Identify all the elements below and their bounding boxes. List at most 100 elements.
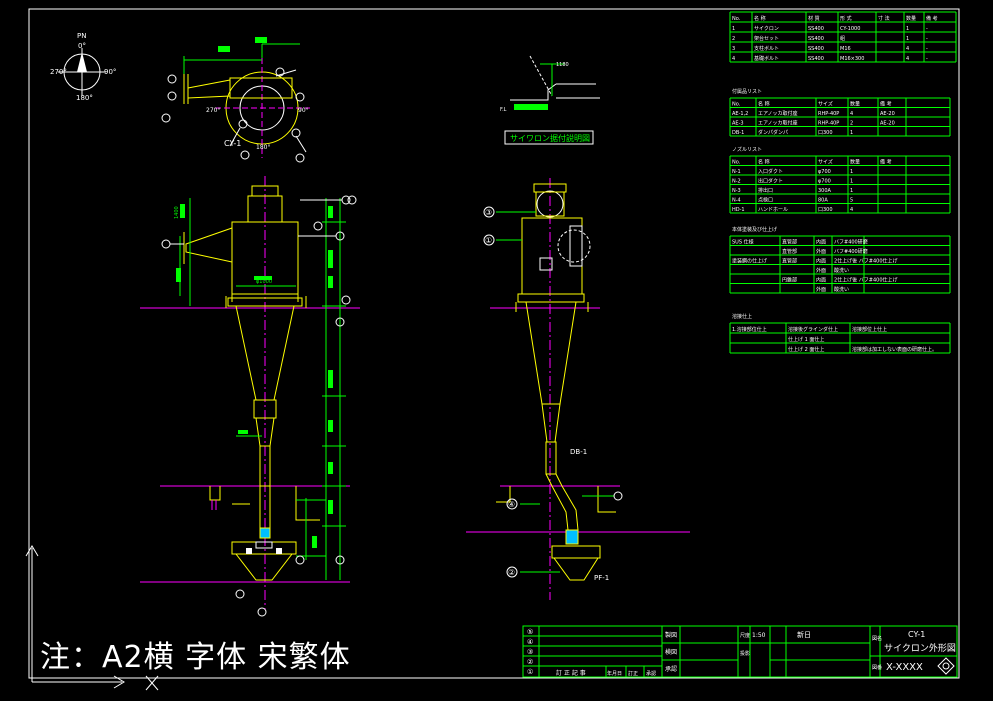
table_main-cell-0-6: 備 考 xyxy=(926,15,938,22)
side-view: ③ ① ④ ② DB-1 PF-1 xyxy=(466,178,690,600)
table_paint-cell-2-2: 内面 xyxy=(816,258,826,265)
front-dim-width: φ1000 xyxy=(256,279,272,285)
table_nozzle-cell-0-4: 備 考 xyxy=(880,159,892,166)
table_parts-cell-0-2: サイズ xyxy=(818,101,833,108)
table_main-cell-1-3: CY-1000 xyxy=(840,26,860,32)
table_nozzle-cell-3-1: 排出口 xyxy=(758,187,773,194)
detail-title: サイワロン据付説明図 xyxy=(510,133,590,143)
scale-value: 1:50 xyxy=(752,632,766,639)
revision-diamond-icon xyxy=(937,657,955,675)
table_paint-cell-0-3: バフ#400研磨 xyxy=(834,239,868,246)
table_weld-cell-0-1: 溶接後グラインダ仕上 xyxy=(788,326,838,333)
table_nozzle-cell-5-1: ハンドホール xyxy=(758,207,788,213)
table_nozzle-cell-3-0: N-3 xyxy=(732,188,741,194)
table_paint-cell-4-1: 円錐部 xyxy=(782,277,797,284)
drawing-no: X-XXXX xyxy=(886,662,923,673)
table_parts-cell-2-0: AE-3 xyxy=(732,121,744,127)
table_main-cell-3-6: - xyxy=(926,46,928,52)
table_main-cell-4-6: - xyxy=(926,56,928,62)
table_parts-cell-2-1: エアノッカ取付座 xyxy=(758,120,797,127)
table_nozzle-cell-3-3: 1 xyxy=(850,188,853,194)
rev-header-date: 年月日 xyxy=(607,670,622,677)
table_main-cell-2-2: SS400 xyxy=(808,36,824,42)
ucs-icon xyxy=(25,545,159,691)
table_nozzle-cell-5-0: HD-1 xyxy=(732,207,745,213)
top-view: CY-1 270° 90° 180° xyxy=(161,37,310,163)
table_main-cell-4-1: 基礎ボルト xyxy=(754,55,779,62)
title-block xyxy=(522,625,958,678)
table_parts-cell-3-2: 口300 xyxy=(818,130,833,136)
compass-0: 0° xyxy=(78,42,86,50)
table_paint-cell-2-0: 塗装鋼の仕上げ xyxy=(732,258,767,265)
table_main-cell-3-0: 3 xyxy=(732,46,735,52)
table_parts-cell-1-4: AE-20 xyxy=(880,111,895,117)
drawing-title: CY-1 xyxy=(908,630,925,639)
table_parts-cell-1-3: 4 xyxy=(850,111,853,117)
table_parts-cell-3-1: ダンパダンパ xyxy=(758,129,788,136)
scale-label: 尺度 xyxy=(740,632,750,639)
label-draw: 製図 xyxy=(665,631,677,639)
rev-header-approve: 承認 xyxy=(646,670,656,677)
table_nozzle-cell-2-1: 出口ダクト xyxy=(758,178,783,185)
table_paint-cell-3-2: 外面 xyxy=(816,267,826,274)
table_paint-cell-4-3: 2仕上げ後 バフ#400仕上げ xyxy=(834,277,898,284)
table_paint-cell-1-3: バフ#400研磨 xyxy=(834,248,868,255)
table_paint-cell-0-2: 内面 xyxy=(816,239,826,246)
rev-mark-4: ④ xyxy=(527,638,533,646)
table_weld-cell-1-1: 仕上げ 1 面仕上 xyxy=(788,336,824,343)
table_parts-cell-1-2: RHP-40P xyxy=(818,111,839,117)
front-view: φ1000 1400 xyxy=(140,176,360,617)
label-pf1: PF-1 xyxy=(594,574,609,582)
table_main-cell-2-6: - xyxy=(926,36,928,42)
table_nozzle-cell-1-0: N-1 xyxy=(732,169,741,175)
table_main-cell-1-2: SS400 xyxy=(808,26,824,32)
table_paint-cell-5-2: 外面 xyxy=(816,286,826,293)
table_paint-cell-0-1: 直管部 xyxy=(782,239,797,246)
table_weld-cell-0-2: 溶接部位上仕上 xyxy=(852,326,887,333)
drawing-subtitle: サイクロン外形図 xyxy=(884,642,956,654)
rev-mark-5: ⑤ xyxy=(527,628,533,636)
rev-header-content: 訂 正 記 事 xyxy=(556,669,586,677)
top-view-deg-bottom: 180° xyxy=(256,144,270,151)
table_nozzle-cell-0-3: 数量 xyxy=(850,159,860,166)
table_paint-cell-5-3: 酸洗い xyxy=(834,286,849,293)
table_nozzle-cell-1-1: 入口ダクト xyxy=(758,168,783,175)
rev-header-fix: 訂正 xyxy=(628,670,638,677)
top-view-deg-right: 90° xyxy=(298,107,309,114)
compass-90: 90° xyxy=(104,68,116,76)
table_main-cell-3-2: SS400 xyxy=(808,46,824,52)
no-label: 図番 xyxy=(872,664,882,671)
table_weld-cell-2-2: 溶接部は加工しない表面の研磨仕上。 xyxy=(852,346,937,353)
table_main-cell-1-6: - xyxy=(926,26,928,32)
table_main-cell-2-1: 架台セット xyxy=(754,35,779,42)
rev-mark-3: ③ xyxy=(527,648,533,656)
table_main-cell-2-5: 1 xyxy=(906,36,909,42)
company-name: 新日 xyxy=(797,630,811,639)
table_paint-cell-3-3: 酸洗い xyxy=(834,267,849,274)
table_nozzle-cell-2-3: 1 xyxy=(850,179,853,185)
detail-view: F.L 1180 サイワロン据付説明図 xyxy=(500,55,600,145)
table_nozzle-cell-4-1: 点検口 xyxy=(758,197,773,204)
table_nozzle-cell-3-2: 300A xyxy=(818,188,832,194)
compass-180: 180° xyxy=(76,94,93,102)
table_parts-cell-0-0: No. xyxy=(732,102,741,108)
table_main-cell-1-1: サイクロン xyxy=(754,26,779,32)
detail-dim: 1180 xyxy=(556,62,569,68)
table_main-cell-3-1: 支柱ボルト xyxy=(754,45,779,52)
compass-north: PN xyxy=(77,32,86,40)
table_main-cell-0-2: 材 質 xyxy=(808,15,820,22)
table_paint-cell-1-1: 直管部 xyxy=(782,248,797,255)
table_nozzle-cell-2-2: φ700 xyxy=(818,179,831,185)
table_parts-cell-2-3: 2 xyxy=(850,121,853,127)
table_main-cell-4-3: M16×300 xyxy=(840,56,864,62)
table_main-cell-2-3: 組 xyxy=(840,35,845,42)
table_nozzle-cell-0-2: サイズ xyxy=(818,159,833,166)
table_paint-cell-2-3: 2仕上げ後 バフ#400仕上げ xyxy=(834,258,898,265)
table_parts-cell-2-2: RHP-40P xyxy=(818,121,839,127)
table_parts-cell-1-1: エアノッカ取付座 xyxy=(758,110,797,117)
drawing-frame xyxy=(28,8,960,679)
table_main-cell-0-0: No. xyxy=(732,16,741,22)
table_parts-cell-2-4: AE-20 xyxy=(880,121,895,127)
table_main-cell-4-5: 4 xyxy=(906,56,909,62)
